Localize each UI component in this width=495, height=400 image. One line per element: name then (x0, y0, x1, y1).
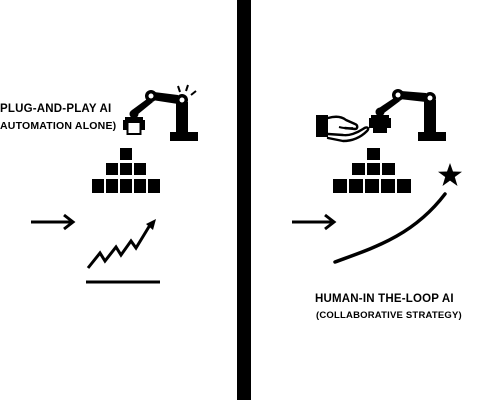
zigzag-growth-icon (86, 219, 160, 284)
right-panel: HUMAN-IN THE-LOOP AI (COLLABORATIVE STRA… (251, 0, 495, 400)
human-hand-icon (316, 115, 370, 143)
left-panel-subtitle: AUTOMATION ALONE) (0, 120, 117, 132)
left-panel: PLUG-AND-PLAY AI AUTOMATION ALONE) (0, 0, 237, 400)
robot-arm-icon (369, 89, 446, 141)
arrow-right-icon (31, 213, 76, 231)
robot-arm-icon (123, 84, 198, 141)
smooth-growth-curve-icon (333, 192, 447, 264)
right-panel-title: HUMAN-IN THE-LOOP AI (315, 293, 454, 305)
block-pyramid-icon (92, 148, 160, 193)
block-pyramid-icon (333, 148, 411, 193)
star-icon (438, 163, 462, 186)
right-panel-subtitle: (COLLABORATIVE STRATEGY) (316, 310, 462, 321)
arrow-right-icon (292, 213, 337, 231)
panel-divider (237, 0, 251, 400)
left-panel-title: PLUG-AND-PLAY AI (0, 103, 112, 115)
